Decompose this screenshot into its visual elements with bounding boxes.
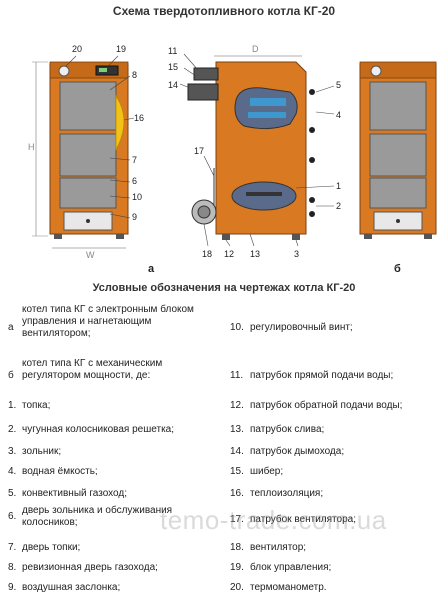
legend-left-text: котел типа КГ с механическим регулятором… [22, 358, 163, 381]
callout-2: 2 [336, 201, 341, 211]
legend-left-num: 3. [8, 446, 17, 457]
view-label-b: б [394, 263, 401, 275]
callout-4: 4 [336, 110, 341, 120]
legend-left-num: б [8, 370, 14, 381]
callout-6: 6 [132, 176, 137, 186]
legend-right-num: 14. [230, 446, 244, 457]
legend-left-text: дверь топки; [22, 542, 81, 553]
side-section-view: D [168, 44, 341, 259]
legend-right-text: патрубок вентилятора; [250, 514, 356, 525]
legend-left-text: чугунная колосниковая решетка; [22, 424, 174, 435]
legend-right-num: 20. [230, 582, 244, 593]
legend-right-text: вентилятор; [250, 542, 307, 553]
legend-right-text: блок управления; [250, 562, 332, 573]
legend-right-text: регулировочный винт; [250, 322, 353, 333]
dim-h-label: H [28, 142, 35, 152]
legend-left-text: зольник; [22, 446, 62, 457]
legend-right-num: 17. [230, 514, 244, 525]
legend-left-text: водная ёмкость; [22, 466, 98, 477]
legend-title: Условные обозначения на чертежах котла К… [92, 282, 356, 294]
legend-left-num: 4. [8, 466, 17, 477]
legend-left-num: 6. [8, 511, 17, 522]
callout-17: 17 [194, 146, 204, 156]
callout-11: 11 [168, 46, 177, 56]
callout-8: 8 [132, 70, 137, 80]
dim-w-label: W [86, 250, 95, 260]
view-label-a: а [148, 263, 155, 275]
legend-right-text: патрубок обратной подачи воды; [250, 400, 403, 411]
callout-20: 20 [72, 44, 82, 54]
callout-10: 10 [132, 192, 142, 202]
callout-14: 14 [168, 80, 178, 90]
callout-12: 12 [224, 249, 234, 259]
front-view-b: б [359, 61, 437, 275]
legend-right-num: 15. [230, 466, 244, 477]
legend-right-num: 10. [230, 322, 244, 333]
legend-right-text: патрубок слива; [250, 424, 325, 435]
legend-right-text: теплоизоляция; [250, 488, 324, 499]
legend-left-text: дверь зольника и обслуживания колосников… [22, 505, 173, 528]
watermark: temo-trade.com.ua [160, 505, 387, 535]
legend-left-text: воздушная заслонка; [22, 582, 121, 593]
callout-9: 9 [132, 212, 137, 222]
legend-right-num: 19. [230, 562, 244, 573]
legend-left-text: ревизионная дверь газохода; [22, 562, 158, 573]
legend-left-num: 9. [8, 582, 17, 593]
callout-13: 13 [250, 249, 260, 259]
legend-right-text: патрубок прямой подачи воды; [250, 370, 394, 381]
callout-16: 16 [134, 113, 144, 123]
legend-right-text: патрубок дымохода; [250, 446, 345, 457]
legend-left-text: топка; [22, 400, 51, 411]
callout-19: 19 [116, 44, 126, 54]
legend-left-num: 5. [8, 488, 17, 499]
callout-3: 3 [294, 249, 299, 259]
callout-1: 1 [336, 181, 341, 191]
legend-left-text: конвективный газоход; [22, 488, 128, 499]
legend-right-num: 13. [230, 424, 244, 435]
legend-left-num: 2. [8, 424, 17, 435]
legend-right-num: 18. [230, 542, 244, 553]
legend-right-num: 16. [230, 488, 244, 499]
callout-15: 15 [168, 62, 178, 72]
front-view-a: H W 20 19 8 16 [28, 44, 155, 275]
callout-5: 5 [336, 80, 341, 90]
legend-right-text: термоманометр. [250, 582, 327, 593]
legend-right-num: 12. [230, 400, 244, 411]
boiler-schematic: H W 20 19 8 16 [28, 44, 437, 275]
legend-right-num: 11. [230, 370, 244, 381]
callout-7: 7 [132, 155, 137, 165]
legend-left-num: 1. [8, 400, 17, 411]
diagram-title: Схема твердотопливного котла КГ-20 [112, 4, 336, 18]
legend-left-text: котел типа КГ с электронным блоком управ… [22, 304, 194, 339]
legend-right-text: шибер; [250, 466, 284, 477]
dim-d-label: D [252, 44, 259, 54]
legend-left-num: 8. [8, 562, 17, 573]
legend-left-num: а [8, 322, 14, 333]
legend-left-num: 7. [8, 542, 17, 553]
callout-18: 18 [202, 249, 212, 259]
